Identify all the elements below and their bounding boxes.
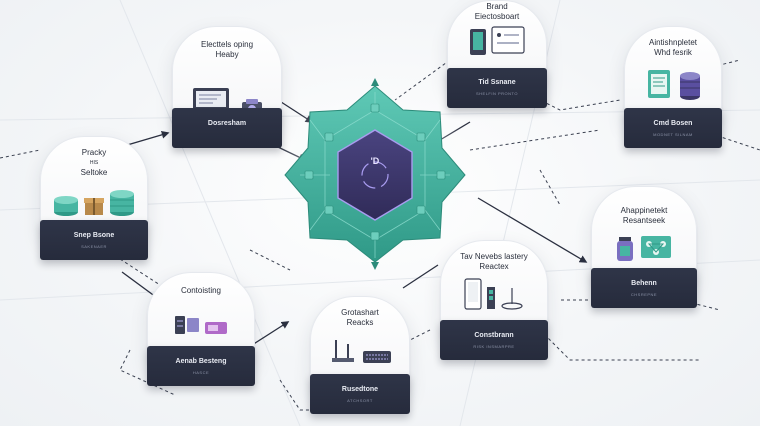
card-base-sub: CHSREPNE <box>630 292 658 297</box>
card-title-line-1: Grotashart <box>341 308 379 317</box>
card-title-line-2: Eiectosboart <box>474 12 520 21</box>
card-base-sub: MODNET SILNAM <box>653 132 693 137</box>
node-card-bottom-right[interactable]: Tav Nevebs lastery Reactex Constbrann RI… <box>440 240 548 360</box>
lamp-icon <box>501 288 523 310</box>
hub-label: 'D <box>370 156 380 166</box>
card-title-line-2: HIS <box>89 160 99 166</box>
node-card-top-left[interactable]: Electtels oping Heaby Dosresham <box>172 26 282 148</box>
card-title-line-2: Heaby <box>215 50 239 59</box>
coin-stack-icon <box>680 72 700 100</box>
server-blocks-icon <box>175 316 199 334</box>
book-stack-icon <box>648 70 670 98</box>
central-hub <box>284 78 466 270</box>
card-base-label: Snep Bsone <box>73 232 115 239</box>
card-title-line-1: Pracky <box>81 148 107 157</box>
card-title-line-3: Seltoke <box>80 168 108 177</box>
card-base-label: Aenab Besteng <box>175 358 227 365</box>
card-title-line-2: Reactex <box>479 262 509 271</box>
card-base-label: Rusedtone <box>341 386 379 393</box>
card-title-line-2: Reacks <box>346 318 374 327</box>
gift-box-icon <box>84 198 104 215</box>
card-title-line-1: Tav Nevebs lastery <box>460 252 528 261</box>
whiteboard-panel-icon <box>491 26 525 54</box>
card-base-label: Dosresham <box>207 120 247 127</box>
phone-device-icon <box>464 278 482 310</box>
card-title-line-1: Ahappinetekt <box>620 206 668 215</box>
tablet-device-icon <box>470 29 486 55</box>
card-base-label: Cmd Bosen <box>653 120 693 127</box>
node-card-mid-right[interactable]: Ahappinetekt Resantseek Behenn CHSREPNE <box>591 186 697 308</box>
card-base-sub: ATCHSORT <box>347 398 373 403</box>
card-title-line-2: Resantseek <box>622 216 666 225</box>
node-card-bottom-center[interactable]: Grotashart Reacks Rusedtone ATCHSORT <box>310 296 410 414</box>
keyboard-icon <box>363 351 391 363</box>
signal-bar-icon <box>487 287 495 309</box>
node-card-top-center[interactable]: Brand Eiectosboart Tid Ssnane SHELFIN PR… <box>447 0 547 108</box>
card-title-line-1: Contoisting <box>180 286 222 295</box>
card-title-line-1: Brand <box>486 2 508 11</box>
chart-pillars-icon <box>332 340 354 362</box>
node-card-mid-left[interactable]: Pracky HIS Seltoke Sn <box>40 136 148 260</box>
coin-stack-green-icon <box>110 190 134 216</box>
card-base-sub: SAKENAER <box>81 244 107 249</box>
card-title-line-2: Whd fesrik <box>654 48 692 57</box>
battery-card-icon <box>205 322 227 334</box>
card-base-sub: HASCE <box>192 370 210 375</box>
node-card-bottom-left[interactable]: Contoisting Aenab Besteng HASCE <box>147 272 255 386</box>
coin-stack-teal-icon <box>54 196 78 216</box>
card-title-line-1: Aintishnpletet <box>648 38 698 47</box>
jar-icon <box>617 237 633 261</box>
network-nodes-icon <box>641 236 671 258</box>
card-title-line-1: Electtels oping <box>200 40 254 49</box>
card-base-sub: RISK INSMARPRE <box>473 344 515 349</box>
card-base-label: Tid Ssnane <box>478 79 516 86</box>
card-base-sub: SHELFIN PRONTO <box>475 91 519 96</box>
card-base-label: Behenn <box>631 280 657 287</box>
node-card-top-right[interactable]: Aintishnpletet Whd fesrik Cmd Bosen MODN… <box>624 26 722 148</box>
card-base-label: Constbrann <box>474 332 514 339</box>
